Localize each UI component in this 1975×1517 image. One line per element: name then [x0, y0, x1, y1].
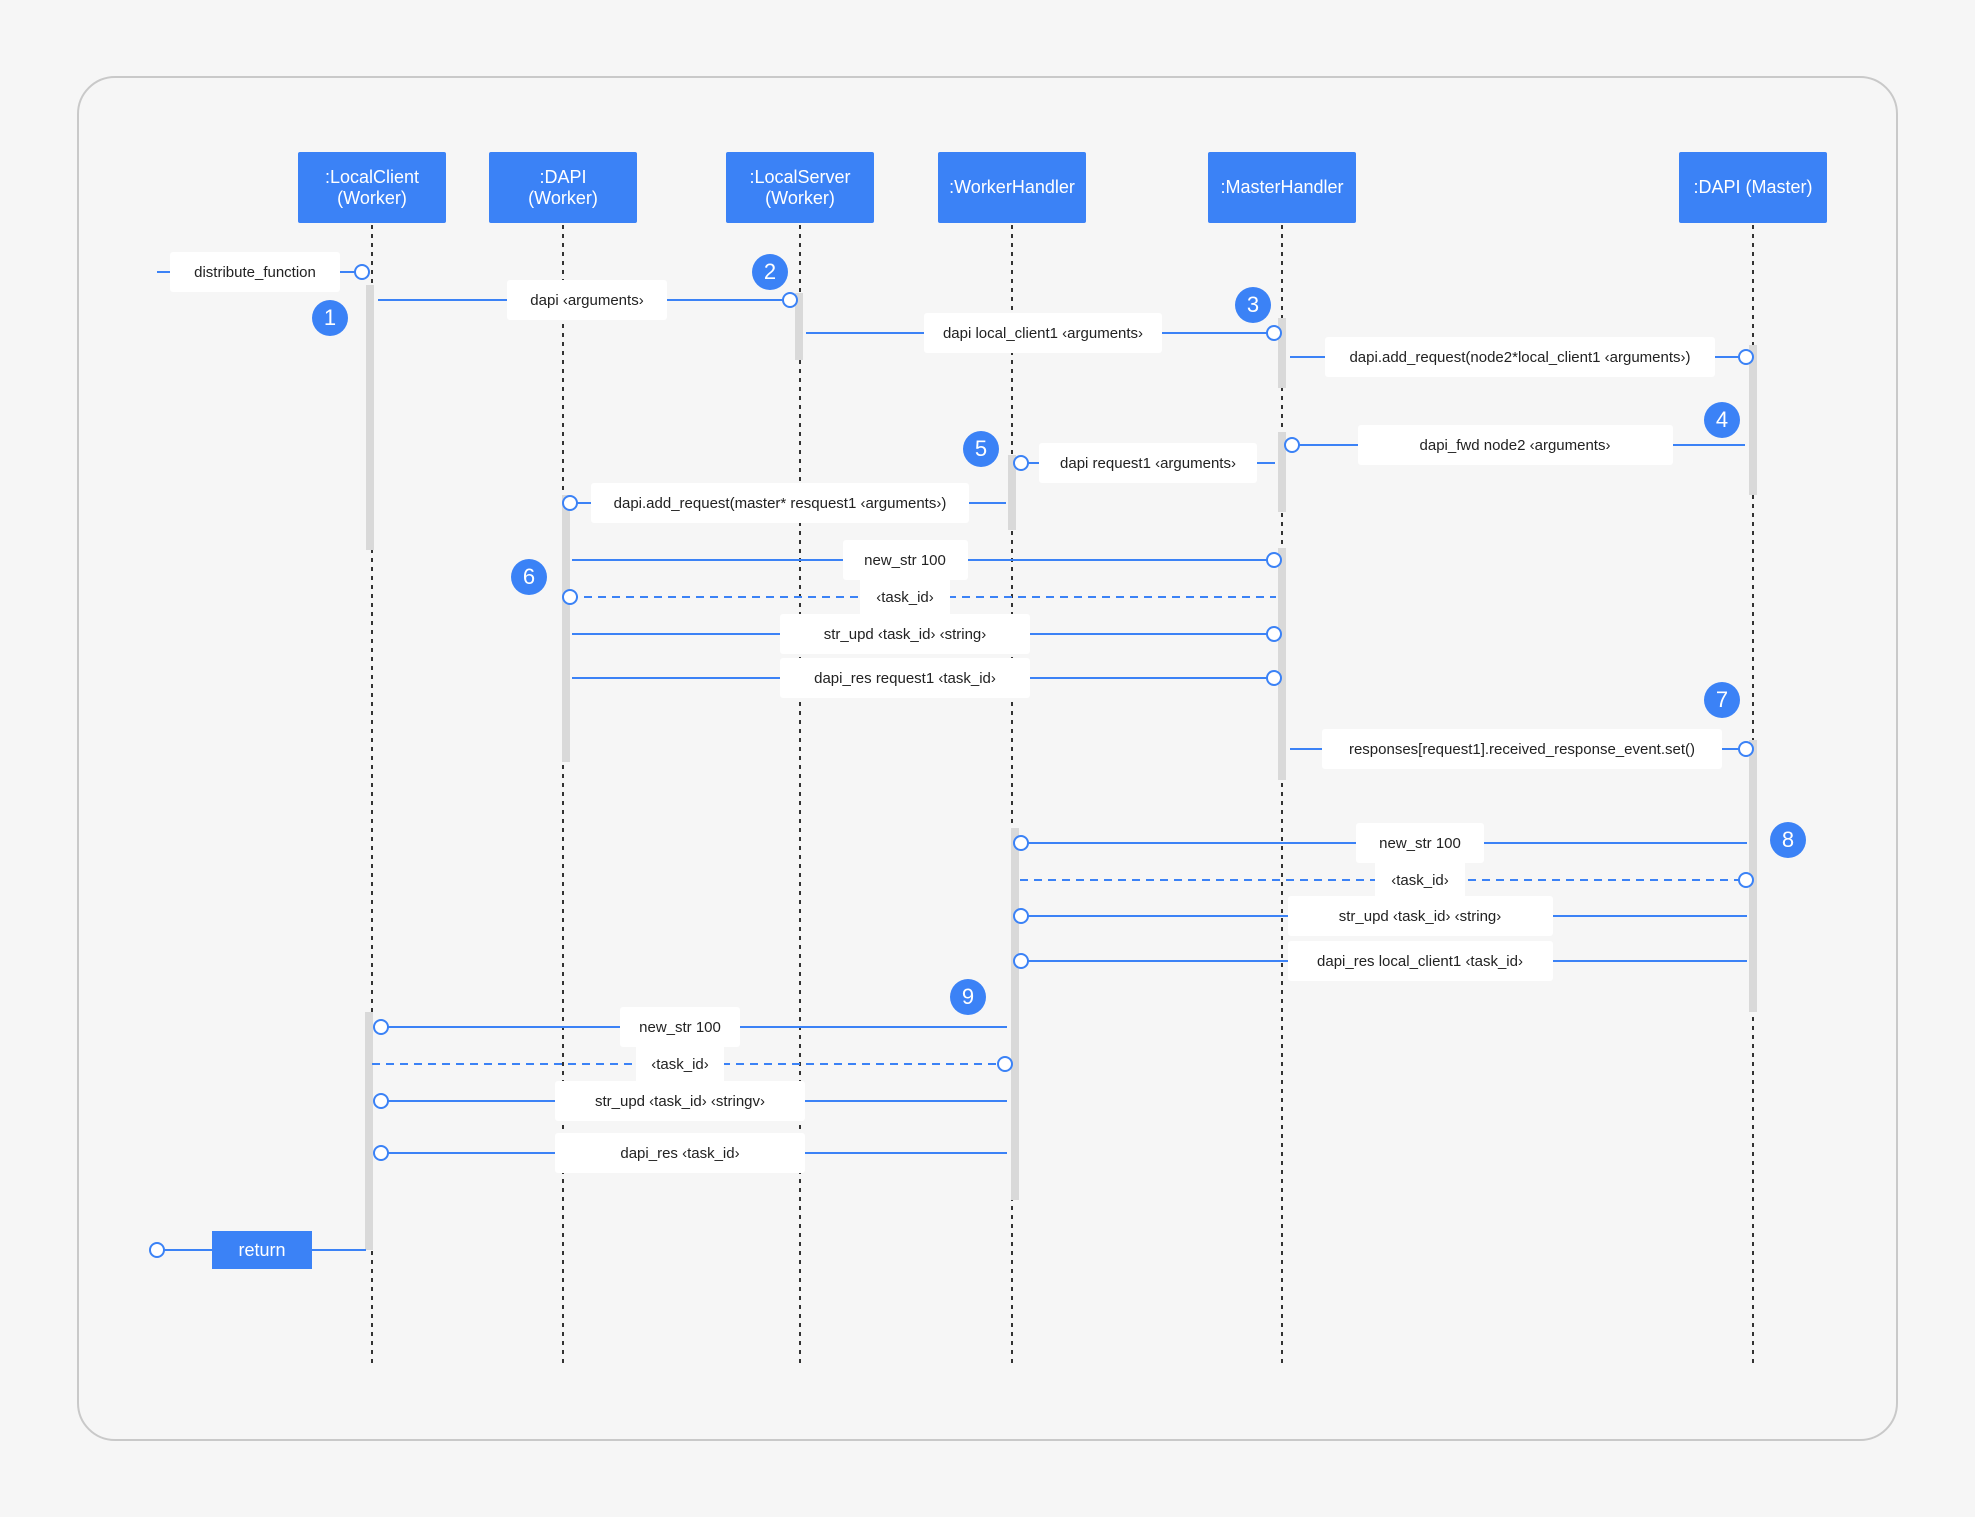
- message-label-new-str-100-b: new_str 100: [1356, 823, 1484, 863]
- message-endpoint-task-id-c: [997, 1056, 1013, 1072]
- message-endpoint-task-id-b: [1738, 872, 1754, 888]
- message-label-dapi-res-task-id: dapi_res ‹task_id›: [555, 1133, 805, 1173]
- participant-local-server: :LocalServer (Worker): [726, 152, 874, 223]
- message-label-str-upd-b: str_upd ‹task_id› ‹string›: [1287, 896, 1553, 936]
- step-badge-7: 7: [1704, 682, 1740, 718]
- step-badge-4: 4: [1704, 402, 1740, 438]
- message-endpoint-new-str-100-b: [1013, 835, 1029, 851]
- return-label: return: [212, 1231, 312, 1269]
- activation-bar: [562, 495, 570, 762]
- activation-bar: [1008, 455, 1016, 530]
- message-endpoint-task-id-a: [562, 589, 578, 605]
- message-label-dapi-arguments: dapi ‹arguments›: [507, 280, 667, 320]
- message-endpoint-dapi-res-local-client1: [1013, 953, 1029, 969]
- message-endpoint-str-upd-b: [1013, 908, 1029, 924]
- message-label-responses-received: responses[request1].received_response_ev…: [1322, 729, 1722, 769]
- message-endpoint-dapi-arguments: [782, 292, 798, 308]
- step-badge-5: 5: [963, 431, 999, 467]
- message-label-new-str-100-c: new_str 100: [620, 1007, 740, 1047]
- participant-dapi-master: :DAPI (Master): [1679, 152, 1827, 223]
- message-endpoint-dapi-request1: [1013, 455, 1029, 471]
- activation-bar: [1278, 432, 1286, 512]
- step-badge-3: 3: [1235, 287, 1271, 323]
- message-endpoint-new-str-100-c: [373, 1019, 389, 1035]
- message-label-task-id-b: ‹task_id›: [1375, 860, 1465, 900]
- message-endpoint-distribute-function: [354, 264, 370, 280]
- message-endpoint-dapi-add-request-node2: [1738, 349, 1754, 365]
- activation-bar: [1749, 740, 1757, 1012]
- message-label-dapi-fwd-node2: dapi_fwd node2 ‹arguments›: [1357, 425, 1673, 465]
- message-label-task-id-c: ‹task_id›: [636, 1044, 724, 1084]
- message-endpoint-dapi-local-client1: [1266, 325, 1282, 341]
- activation-bar: [1749, 345, 1757, 495]
- message-label-task-id-a: ‹task_id›: [860, 577, 950, 617]
- step-badge-1: 1: [312, 300, 348, 336]
- activation-bar: [795, 293, 803, 360]
- message-endpoint-str-upd-a: [1266, 626, 1282, 642]
- participant-dapi-worker: :DAPI (Worker): [489, 152, 637, 223]
- message-label-dapi-add-request-node2: dapi.add_request(node2*local_client1 ‹ar…: [1325, 337, 1715, 377]
- step-badge-8: 8: [1770, 822, 1806, 858]
- message-label-dapi-res-local-client1: dapi_res local_client1 ‹task_id›: [1287, 941, 1553, 981]
- activation-bar: [366, 285, 374, 550]
- activation-bar: [365, 1012, 373, 1250]
- message-label-str-upd-a: str_upd ‹task_id› ‹string›: [780, 614, 1030, 654]
- step-badge-2: 2: [752, 254, 788, 290]
- message-endpoint-dapi-res-task-id: [373, 1145, 389, 1161]
- message-label-dapi-res-request1: dapi_res request1 ‹task_id›: [780, 658, 1030, 698]
- step-badge-6: 6: [511, 559, 547, 595]
- participant-local-client: :LocalClient (Worker): [298, 152, 446, 223]
- message-label-str-upd-c: str_upd ‹task_id› ‹stringv›: [555, 1081, 805, 1121]
- message-label-dapi-add-request-master: dapi.add_request(master* resquest1 ‹argu…: [591, 483, 969, 523]
- participant-master-handler: :MasterHandler: [1208, 152, 1356, 223]
- message-label-new-str-100-a: new_str 100: [842, 540, 968, 580]
- message-label-dapi-request1: dapi request1 ‹arguments›: [1039, 443, 1257, 483]
- return-endpoint: [149, 1242, 165, 1258]
- message-endpoint-dapi-add-request-master: [562, 495, 578, 511]
- message-label-dapi-local-client1: dapi local_client1 ‹arguments›: [924, 313, 1162, 353]
- message-endpoint-responses-received: [1738, 741, 1754, 757]
- activation-bar: [1278, 548, 1286, 780]
- message-endpoint-new-str-100-a: [1266, 552, 1282, 568]
- activation-bar: [1011, 828, 1019, 1200]
- message-endpoint-dapi-res-request1: [1266, 670, 1282, 686]
- message-endpoint-str-upd-c: [373, 1093, 389, 1109]
- step-badge-9: 9: [950, 979, 986, 1015]
- message-label-distribute-function: distribute_function: [170, 252, 340, 292]
- activation-bar: [1278, 318, 1286, 388]
- message-endpoint-dapi-fwd-node2: [1284, 437, 1300, 453]
- participant-worker-handler: :WorkerHandler: [938, 152, 1086, 223]
